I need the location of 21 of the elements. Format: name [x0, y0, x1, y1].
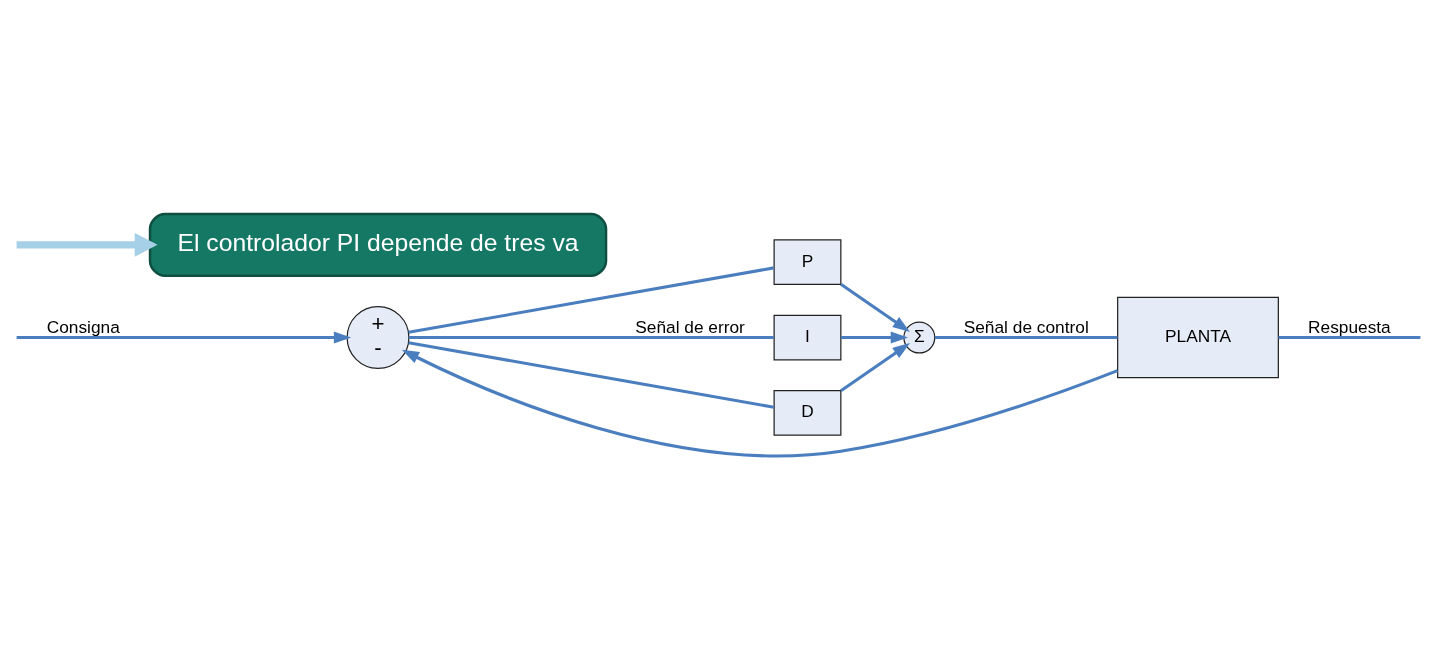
node-circle: Σ	[903, 321, 936, 354]
node-box: D	[773, 390, 842, 436]
edge-label: Señal de control	[963, 316, 1089, 337]
arrow	[16, 331, 352, 344]
arrow	[401, 349, 1119, 458]
connector	[1278, 336, 1421, 340]
node-circle: + -	[346, 306, 410, 370]
node-box: I	[773, 314, 842, 361]
node-box: PLANTA	[1117, 296, 1279, 379]
connector	[935, 336, 1118, 340]
arrow	[840, 343, 910, 392]
connector	[408, 336, 774, 340]
connector	[408, 341, 775, 409]
node-box: El controlador PI depende de tres va	[148, 212, 608, 277]
connector	[408, 266, 775, 334]
edge-label: Señal de error	[635, 316, 745, 337]
arrow	[840, 283, 910, 332]
edge-label: Consigna	[46, 316, 120, 337]
arrow	[840, 331, 909, 344]
node-box: P	[773, 239, 842, 285]
edge-label: Respuesta	[1308, 316, 1391, 337]
